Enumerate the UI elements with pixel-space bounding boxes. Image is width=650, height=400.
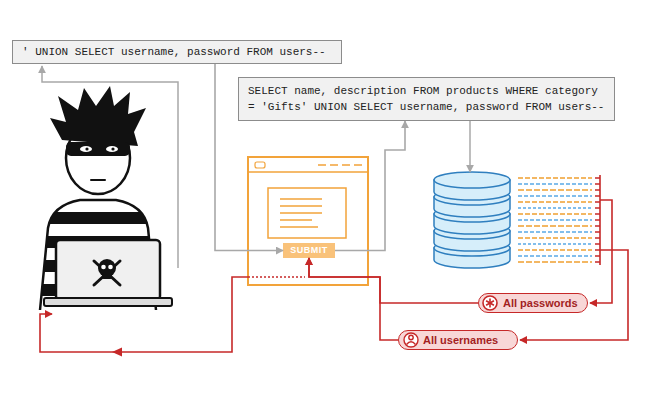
hacker-hair (50, 86, 146, 146)
database-symbol (434, 172, 510, 268)
payload-leader (42, 66, 178, 268)
flow-arrow (309, 258, 398, 340)
node-text: SUBMIT (290, 245, 328, 256)
hacker-return (40, 277, 250, 352)
result-bracket (595, 175, 600, 265)
payload-box: ' UNION SELECT username, password FROM u… (12, 40, 342, 64)
passwords-return (590, 200, 612, 303)
query-to-database (469, 121, 471, 172)
mask-eye (80, 146, 92, 152)
browser-window (248, 157, 368, 285)
hacker-figure (30, 86, 172, 310)
form-line (280, 198, 322, 200)
form-line (280, 212, 322, 214)
eye-pupil (111, 147, 114, 150)
form-panel (268, 188, 346, 238)
browser-button (255, 162, 265, 168)
submit-button: SUBMIT (283, 243, 335, 258)
node-text: SELECT name, description FROM products W… (248, 83, 605, 115)
hacker-mouth (91, 179, 105, 181)
node-text: All passwords (503, 297, 578, 310)
query-box: SELECT name, description FROM products W… (238, 77, 615, 121)
eye-pupil (85, 147, 88, 150)
laptop-base (44, 298, 172, 306)
form-line (280, 205, 322, 207)
form-line (280, 219, 312, 221)
node-text: All usernames (423, 334, 498, 347)
flow-arrow (215, 64, 283, 251)
hacker-mask (66, 142, 130, 156)
mask-eye (106, 146, 118, 152)
form-line (280, 226, 318, 228)
flow-arrow (309, 258, 478, 303)
return-arrowhead (112, 348, 122, 357)
user-icon (404, 333, 418, 347)
asterisk-icon (483, 296, 497, 310)
skull-symbol (94, 259, 120, 285)
browser-return-dots (252, 276, 305, 278)
laptop-lid (56, 240, 160, 300)
browser-frame (248, 157, 368, 285)
browser-bar-dash (318, 164, 362, 166)
browser-titlebar (248, 171, 368, 173)
node-text: ' UNION SELECT username, password FROM u… (22, 44, 332, 60)
data-rows (518, 178, 592, 262)
flow-arrow (335, 121, 405, 251)
